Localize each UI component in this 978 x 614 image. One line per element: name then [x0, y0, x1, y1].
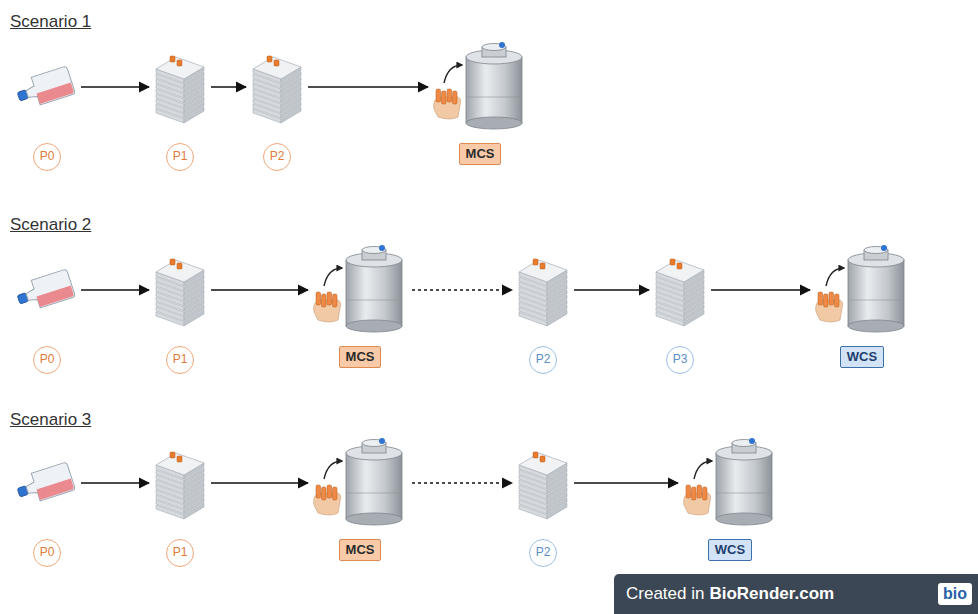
process-arrow	[211, 482, 308, 484]
passage-circle: P2	[516, 245, 570, 374]
stage-label: P1	[173, 150, 188, 163]
process-arrow	[308, 86, 428, 88]
stack-icon	[519, 259, 567, 326]
passage-outline: P0	[33, 143, 61, 171]
passage-circle: P0	[17, 245, 77, 374]
passage-circle: P1	[153, 245, 207, 374]
cell-bank-box: MCS	[312, 438, 408, 561]
stage-label: P3	[673, 353, 688, 366]
flask-icon	[14, 66, 75, 111]
passage-circle: P0	[17, 438, 77, 567]
process-arrow	[211, 289, 308, 291]
passage-circle: P2	[250, 42, 304, 171]
passage-circle: P1	[153, 42, 207, 171]
watermark-brand: BioRender.com	[709, 574, 834, 614]
stage-label: WCS	[715, 543, 745, 557]
passage-outline: P3	[666, 346, 694, 374]
passage-outline: P0	[33, 346, 61, 374]
process-arrow	[81, 289, 149, 291]
scenario-heading: Scenario 1	[10, 12, 91, 32]
watermark-text: Created in	[626, 574, 704, 614]
passage-circle: P0	[17, 42, 77, 171]
passage-outline: P0	[33, 539, 61, 567]
bank-label-box: MCS	[339, 539, 382, 561]
tank-icon	[434, 42, 522, 129]
cell-bank-box: MCS	[432, 42, 528, 165]
passage-outline: P2	[529, 539, 557, 567]
stage-label: P0	[40, 353, 55, 366]
stage-label: P2	[536, 546, 551, 559]
bank-label-box: WCS	[708, 539, 752, 561]
scenario-heading: Scenario 2	[10, 215, 91, 235]
scenario-heading: Scenario 3	[10, 410, 91, 430]
passage-circle: P1	[153, 438, 207, 567]
tank-icon	[684, 438, 772, 525]
stage-label: P2	[536, 353, 551, 366]
flask-icon	[14, 462, 75, 507]
process-arrow	[81, 86, 149, 88]
cell-bank-box: WCS	[682, 438, 778, 561]
stack-icon	[156, 259, 204, 326]
bank-label-box: MCS	[459, 143, 502, 165]
dashed-arrow	[412, 482, 512, 484]
stage-label: P0	[40, 150, 55, 163]
stage-label: P2	[270, 150, 285, 163]
tank-icon	[314, 438, 402, 525]
flask-icon	[14, 269, 75, 314]
passage-circle: P2	[516, 438, 570, 567]
passage-outline: P2	[529, 346, 557, 374]
stage-label: WCS	[847, 350, 877, 364]
stage-label: P1	[173, 546, 188, 559]
process-arrow	[711, 289, 810, 291]
passage-circle: P3	[653, 245, 707, 374]
tank-icon	[816, 245, 904, 332]
dashed-arrow	[412, 289, 512, 291]
process-arrow	[81, 482, 149, 484]
stage-label: P0	[40, 546, 55, 559]
stage-label: MCS	[346, 350, 375, 364]
passage-outline: P2	[263, 143, 291, 171]
process-arrow	[211, 86, 246, 88]
bank-label-box: MCS	[339, 346, 382, 368]
stage-label: MCS	[466, 147, 495, 161]
stack-icon	[253, 56, 301, 123]
passage-outline: P1	[166, 539, 194, 567]
stage-label: MCS	[346, 543, 375, 557]
process-arrow	[574, 289, 649, 291]
stack-icon	[156, 56, 204, 123]
watermark-logo: bio	[938, 583, 972, 605]
stack-icon	[519, 452, 567, 519]
stack-icon	[156, 452, 204, 519]
cell-bank-box: WCS	[814, 245, 910, 368]
process-arrow	[574, 482, 678, 484]
tank-icon	[314, 245, 402, 332]
stack-icon	[656, 259, 704, 326]
passage-outline: P1	[166, 346, 194, 374]
cell-bank-box: MCS	[312, 245, 408, 368]
stage-label: P1	[173, 353, 188, 366]
bank-label-box: WCS	[840, 346, 884, 368]
passage-outline: P1	[166, 143, 194, 171]
